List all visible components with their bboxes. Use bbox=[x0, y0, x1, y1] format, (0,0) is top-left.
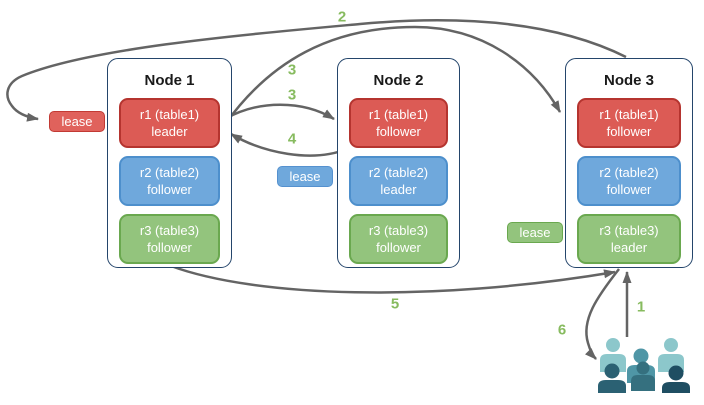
replica-name: r3 (table3) bbox=[599, 222, 659, 238]
node-3-title: Node 3 bbox=[603, 72, 654, 89]
lease-badge-r3: lease bbox=[507, 222, 563, 243]
node1-replica-r3: r3 (table3) follower bbox=[119, 214, 220, 264]
node-3-box: Node 3 r1 (table1) follower r2 (table2) … bbox=[565, 58, 693, 268]
node-1-box: Node 1 r1 (table1) leader r2 (table2) fo… bbox=[107, 58, 232, 268]
step-label-1: 1 bbox=[636, 298, 646, 316]
replica-role: leader bbox=[380, 182, 417, 197]
step-label-6: 6 bbox=[557, 321, 567, 339]
replica-name: r1 (table1) bbox=[599, 106, 659, 122]
replica-name: r3 (table3) bbox=[139, 222, 200, 238]
person-icon bbox=[662, 365, 690, 393]
replica-name: r2 (table2) bbox=[139, 164, 200, 180]
node-2-title: Node 2 bbox=[373, 72, 424, 89]
lease-badge-r1: lease bbox=[49, 111, 105, 132]
arrow-step-3-leader-to-node2 bbox=[224, 103, 335, 121]
node3-replica-r3: r3 (table3) leader bbox=[577, 214, 681, 264]
step-label-4: 4 bbox=[287, 130, 297, 148]
replica-role: follower bbox=[606, 182, 652, 197]
arrow-step-3-leader-to-node3 bbox=[224, 25, 562, 124]
replica-name: r2 (table2) bbox=[368, 164, 429, 180]
step-label-3a: 3 bbox=[287, 61, 297, 79]
node1-replica-r2: r2 (table2) follower bbox=[119, 156, 220, 206]
step-label-3b: 3 bbox=[287, 86, 297, 104]
node-2-box: Node 2 r1 (table1) follower r2 (table2) … bbox=[337, 58, 460, 268]
replica-role: leader bbox=[151, 124, 188, 139]
replica-name: r3 (table3) bbox=[368, 222, 429, 238]
replica-role: follower bbox=[376, 240, 421, 255]
replica-role: follower bbox=[147, 182, 192, 197]
arrow-step-4-ack-to-leader bbox=[230, 132, 348, 157]
arrow-step-5-node1-to-node3 bbox=[170, 264, 616, 294]
lease-badge-r2: lease bbox=[277, 166, 333, 187]
node2-replica-r1: r1 (table1) follower bbox=[349, 98, 448, 148]
replica-name: r1 (table1) bbox=[368, 106, 429, 122]
node1-replica-r1: r1 (table1) leader bbox=[119, 98, 220, 148]
replica-role: follower bbox=[606, 124, 652, 139]
step-label-2: 2 bbox=[337, 8, 347, 26]
replica-name: r1 (table1) bbox=[139, 106, 200, 122]
person-icon bbox=[598, 363, 626, 393]
replica-role: follower bbox=[147, 240, 192, 255]
person-icon bbox=[631, 361, 655, 391]
arrow-step-6-node3-to-users bbox=[585, 268, 620, 360]
replica-role: follower bbox=[376, 124, 421, 139]
node2-replica-r2: r2 (table2) leader bbox=[349, 156, 448, 206]
arrow-step-2-gateway-to-lease bbox=[6, 19, 627, 122]
replica-name: r2 (table2) bbox=[599, 164, 659, 180]
node2-replica-r3: r3 (table3) follower bbox=[349, 214, 448, 264]
node-1-title: Node 1 bbox=[144, 72, 195, 89]
node3-replica-r1: r1 (table1) follower bbox=[577, 98, 681, 148]
replica-role: leader bbox=[610, 240, 648, 255]
node3-replica-r2: r2 (table2) follower bbox=[577, 156, 681, 206]
step-label-5: 5 bbox=[390, 295, 400, 313]
